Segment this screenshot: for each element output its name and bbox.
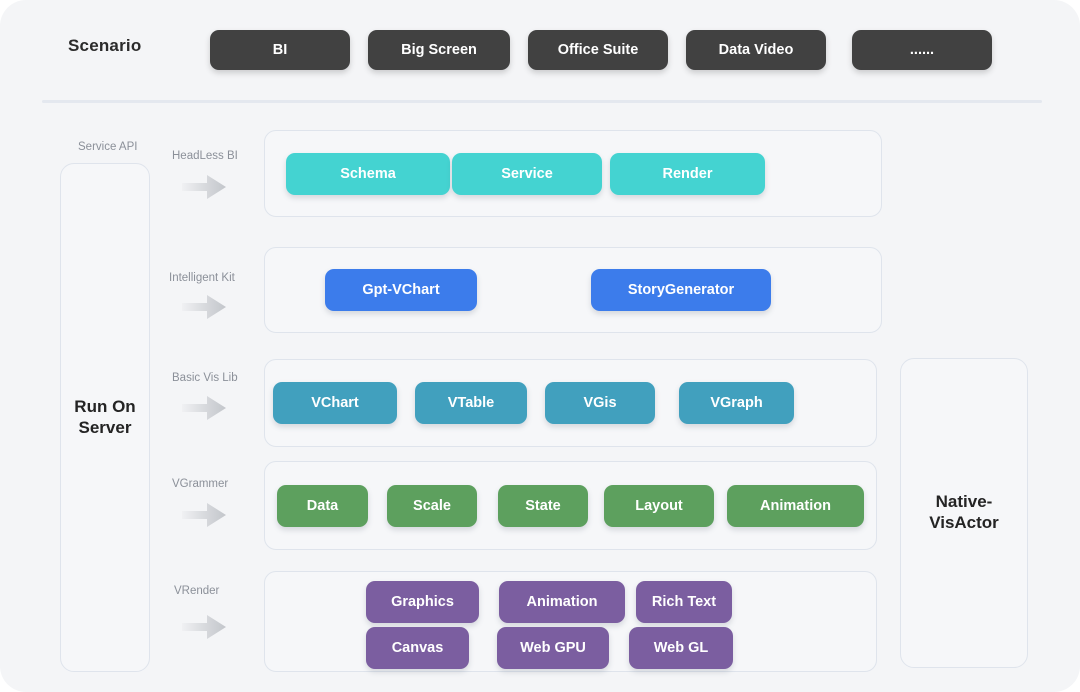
arrow-right-icon — [180, 172, 228, 202]
run-on-server-title-line2: Server — [78, 417, 132, 437]
chip-gpt-vchart[interactable]: Gpt-VChart — [325, 269, 477, 311]
arrow-right-icon — [180, 292, 228, 322]
service-api-label: Service API — [78, 141, 138, 153]
native-visactor-title-line2: VisActor — [929, 513, 999, 532]
chip-label: Data — [306, 498, 339, 514]
chip-label: StoryGenerator — [627, 282, 735, 298]
chip-animation[interactable]: Animation — [499, 581, 625, 623]
chip-label: VChart — [311, 395, 359, 411]
chip-label: VTable — [447, 395, 495, 411]
layer-label-intelligent-kit: Intelligent Kit — [169, 272, 235, 284]
scenario-pill-label: BI — [272, 42, 288, 58]
run-on-server-title: Run On Server — [74, 397, 135, 438]
chip-vtable[interactable]: VTable — [415, 382, 527, 424]
chip-vchart[interactable]: VChart — [273, 382, 397, 424]
native-visactor-title: Native- VisActor — [929, 492, 999, 533]
chip-storygenerator[interactable]: StoryGenerator — [591, 269, 771, 311]
chip-rich-text[interactable]: Rich Text — [636, 581, 732, 623]
chip-label: Canvas — [391, 640, 444, 656]
chip-graphics[interactable]: Graphics — [366, 581, 479, 623]
chip-animation[interactable]: Animation — [727, 485, 864, 527]
chip-schema[interactable]: Schema — [286, 153, 450, 195]
scenario-pill-label: ...... — [909, 42, 935, 58]
chip-canvas[interactable]: Canvas — [366, 627, 469, 669]
layer-label-basic-vis-lib: Basic Vis Lib — [172, 372, 238, 384]
scenario-pill-label: Big Screen — [401, 42, 477, 58]
chip-state[interactable]: State — [498, 485, 588, 527]
arrow-right-icon — [180, 393, 228, 423]
chip-render[interactable]: Render — [610, 153, 765, 195]
chip-data[interactable]: Data — [277, 485, 368, 527]
scenario-pill-label: Data Video — [718, 42, 794, 58]
chip-label: Render — [662, 166, 713, 182]
chip-web-gpu[interactable]: Web GPU — [497, 627, 609, 669]
scenario-pill-label: Office Suite — [557, 42, 639, 58]
run-on-server-title-line1: Run On — [74, 396, 136, 416]
chip-vgraph[interactable]: VGraph — [679, 382, 794, 424]
section-divider — [42, 100, 1042, 103]
layer-label-vrender: VRender — [174, 585, 220, 597]
chip-label: VGraph — [710, 395, 763, 411]
chip-service[interactable]: Service — [452, 153, 602, 195]
chip-label: Layout — [635, 498, 683, 514]
chip-vgis[interactable]: VGis — [545, 382, 655, 424]
chip-label: Schema — [340, 166, 396, 182]
run-on-server-panel: Run On Server — [60, 163, 150, 672]
chip-label: Graphics — [391, 594, 454, 610]
native-visactor-panel: Native- VisActor — [900, 358, 1028, 668]
arrow-right-icon — [180, 500, 228, 530]
chip-web-gl[interactable]: Web GL — [629, 627, 733, 669]
arrow-right-icon — [180, 612, 228, 642]
chip-label: Animation — [760, 498, 831, 514]
chip-label: Scale — [413, 498, 451, 514]
chip-label: Web GPU — [520, 640, 586, 656]
chip-label: VGis — [583, 395, 617, 411]
native-visactor-title-line1: Native- — [935, 492, 993, 512]
scenario-pill-data-video[interactable]: Data Video — [686, 30, 826, 70]
chip-label: Web GL — [653, 640, 709, 656]
chip-label: Gpt-VChart — [362, 282, 440, 298]
chip-label: Animation — [526, 594, 598, 610]
scenario-label: Scenario — [68, 36, 142, 55]
chip-layout[interactable]: Layout — [604, 485, 714, 527]
scenario-row: Scenario BI Big Screen Office Suite Data Vi… — [0, 0, 1080, 100]
scenario-pill-[interactable]: ...... — [852, 30, 992, 70]
chip-label: State — [525, 498, 561, 514]
layer-label-headless-bi: HeadLess BI — [172, 150, 238, 162]
scenario-pill-bi[interactable]: BI — [210, 30, 350, 70]
scenario-pill-big-screen[interactable]: Big Screen — [368, 30, 510, 70]
chip-label: Rich Text — [651, 594, 717, 610]
chip-label: Service — [501, 166, 553, 182]
chip-scale[interactable]: Scale — [387, 485, 477, 527]
layer-label-vgrammer: VGrammer — [172, 478, 229, 490]
scenario-pill-office-suite[interactable]: Office Suite — [528, 30, 668, 70]
